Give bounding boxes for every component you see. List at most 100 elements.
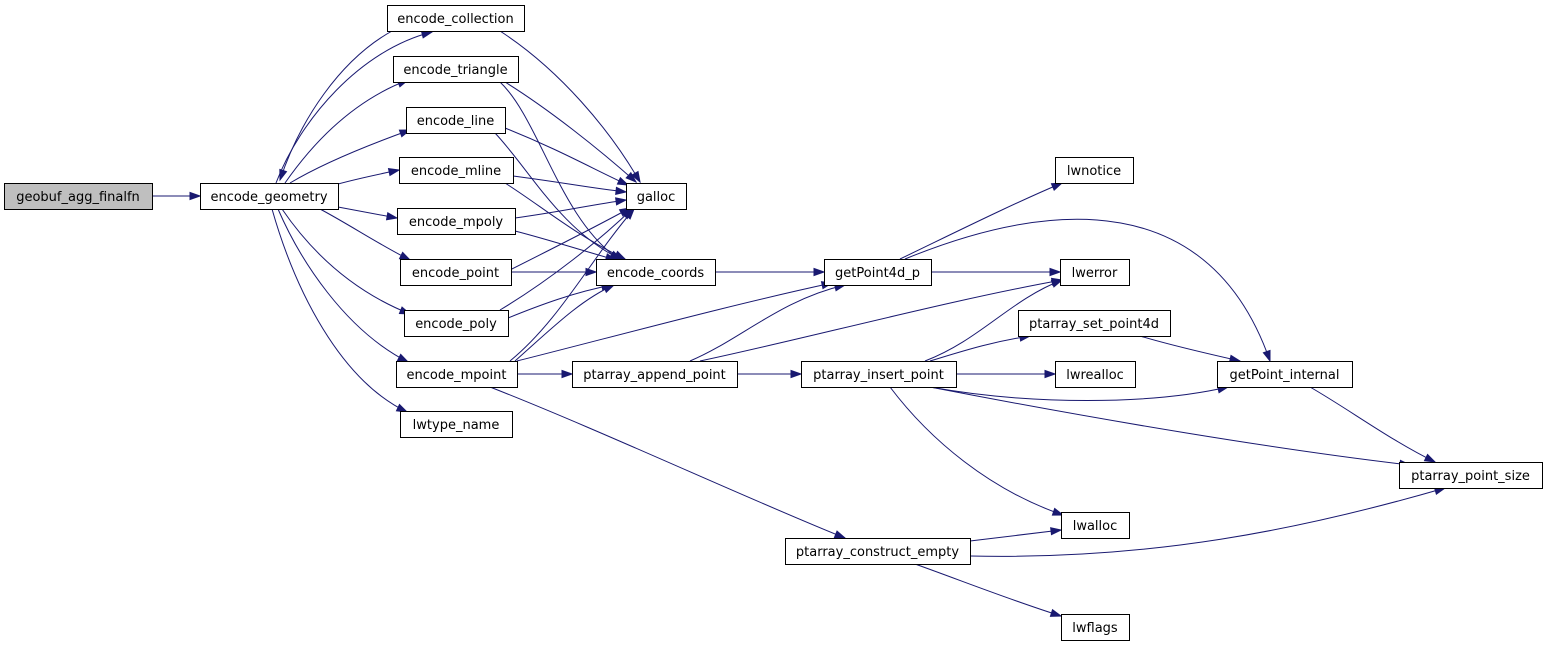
edge-encode_collection-to-galloc — [499, 30, 641, 184]
node-galloc[interactable]: galloc — [626, 183, 687, 210]
node-box — [1399, 462, 1543, 489]
node-label: lwnotice — [1067, 164, 1121, 179]
edge-geobuf_agg_finalfn-to-encode_geometry — [152, 191, 202, 201]
node-lwflags[interactable]: lwflags — [1061, 614, 1130, 641]
node-box — [626, 183, 687, 210]
edge-ptarray_insert_point-to-ptarray_point_size — [929, 386, 1412, 468]
node-encode_line[interactable]: encode_line — [406, 107, 506, 134]
arrowhead — [385, 212, 399, 221]
arrowhead — [1423, 453, 1437, 463]
edge-encode_mline-to-galloc — [512, 175, 628, 196]
node-label: getPoint_internal — [1229, 368, 1339, 383]
node-encode_poly[interactable]: encode_poly — [404, 310, 509, 337]
arrowhead — [623, 207, 635, 220]
edge-encode_triangle-to-galloc — [504, 81, 638, 184]
arrowhead — [387, 168, 401, 177]
node-box — [200, 183, 339, 210]
edge-ptarray_insert_point-to-ptarray_set_point4d — [929, 333, 1032, 362]
node-label: encode_poly — [415, 317, 497, 332]
node-box — [1018, 310, 1171, 337]
node-ptarray_insert_point[interactable]: ptarray_insert_point — [801, 361, 957, 388]
node-box — [4, 183, 153, 210]
node-ptarray_append_point[interactable]: ptarray_append_point — [572, 361, 738, 388]
arrowhead — [1049, 267, 1062, 277]
edge-encode_geometry-to-encode_mpoly — [337, 206, 399, 221]
node-encode_collection[interactable]: encode_collection — [387, 5, 525, 32]
node-box — [785, 538, 971, 565]
node-ptarray_set_point4d[interactable]: ptarray_set_point4d — [1018, 310, 1171, 337]
node-encode_point[interactable]: encode_point — [400, 259, 512, 286]
node-encode_triangle[interactable]: encode_triangle — [393, 56, 519, 83]
node-label: ptarray_construct_empty — [796, 545, 959, 560]
edge-ptarray_insert_point-to-lwalloc — [889, 386, 1065, 516]
arrowhead — [279, 168, 288, 182]
edge-getPoint4d_p-to-lwnotice — [899, 182, 1064, 260]
arrowhead — [625, 171, 638, 184]
node-box — [824, 259, 932, 286]
arrowhead — [615, 197, 628, 206]
node-label: galloc — [637, 190, 676, 205]
arrowhead — [631, 170, 641, 184]
node-ptarray_construct_empty[interactable]: ptarray_construct_empty — [785, 538, 971, 565]
node-encode_mpoint[interactable]: encode_mpoint — [396, 361, 518, 388]
arrowhead — [561, 369, 574, 379]
arrowhead — [398, 251, 412, 261]
node-box — [801, 361, 957, 388]
arrowhead — [602, 284, 616, 294]
node-lwtype_name[interactable]: lwtype_name — [400, 411, 513, 438]
node-label: lwerror — [1072, 266, 1118, 281]
node-label: encode_mline — [411, 164, 501, 179]
node-box — [397, 208, 516, 235]
nodes-layer: geobuf_agg_finalfn encode_geometry encode_… — [4, 5, 1543, 641]
node-label: ptarray_set_point4d — [1029, 317, 1159, 332]
edge-encode_mpoint-to-getPoint4d_p — [516, 281, 834, 362]
node-encode_coords[interactable]: encode_coords — [596, 259, 716, 286]
edge-ptarray_insert_point-to-lwrealloc — [956, 369, 1057, 379]
node-getPoint4d_p[interactable]: getPoint4d_p — [824, 259, 932, 286]
node-label: encode_coords — [607, 266, 705, 281]
edge-ptarray_append_point-to-getPoint4d_p — [689, 283, 847, 362]
node-box — [1055, 157, 1134, 184]
edge-ptarray_append_point-to-lwerror — [699, 277, 1064, 362]
arrowhead — [613, 250, 627, 260]
edge-getPoint4d_p-to-getPoint_internal — [904, 218, 1271, 363]
edge-encode_geometry-to-encode_mpoint — [277, 208, 410, 363]
arrowhead — [616, 176, 630, 186]
edge-ptarray_construct_empty-to-ptarray_point_size — [969, 486, 1447, 557]
node-lwalloc[interactable]: lwalloc — [1061, 512, 1130, 539]
node-lwerror[interactable]: lwerror — [1060, 259, 1130, 286]
edge-encode_mpoly-to-galloc — [514, 197, 628, 219]
edge-encode_triangle-to-encode_coords — [499, 81, 622, 261]
node-label: lwtype_name — [413, 418, 500, 433]
edge-encode_mline-to-encode_coords — [504, 182, 627, 260]
arrowhead — [1049, 608, 1063, 617]
arrowhead — [1050, 527, 1063, 536]
arrowhead — [1050, 279, 1064, 288]
node-geobuf_agg_finalfn[interactable]: geobuf_agg_finalfn — [4, 183, 153, 210]
node-label: encode_triangle — [403, 63, 507, 78]
node-getPoint_internal[interactable]: getPoint_internal — [1217, 361, 1353, 388]
edge-encode_collection-to-encode_geometry — [279, 30, 393, 182]
arrowhead — [395, 403, 409, 413]
node-encode_mline[interactable]: encode_mline — [399, 157, 514, 184]
node-lwrealloc[interactable]: lwrealloc — [1055, 361, 1136, 388]
node-lwnotice[interactable]: lwnotice — [1055, 157, 1134, 184]
node-label: ptarray_insert_point — [813, 368, 944, 383]
node-label: lwflags — [1072, 621, 1118, 636]
node-box — [404, 310, 509, 337]
node-label: encode_point — [412, 266, 499, 281]
edge-encode_geometry-to-encode_triangle — [284, 79, 410, 184]
edge-encode_geometry-to-encode_poly — [281, 208, 412, 315]
node-box — [1060, 259, 1130, 286]
node-encode_geometry[interactable]: encode_geometry — [200, 183, 339, 210]
node-label: encode_geometry — [210, 190, 327, 205]
node-box — [596, 259, 716, 286]
node-box — [1217, 361, 1353, 388]
node-ptarray_point_size[interactable]: ptarray_point_size — [1399, 462, 1543, 489]
node-box — [400, 259, 512, 286]
arrowhead — [813, 267, 826, 277]
node-encode_mpoly[interactable]: encode_mpoly — [397, 208, 516, 235]
edge-encode_geometry-to-encode_point — [319, 208, 412, 261]
edge-encode_line-to-encode_coords — [494, 132, 624, 261]
